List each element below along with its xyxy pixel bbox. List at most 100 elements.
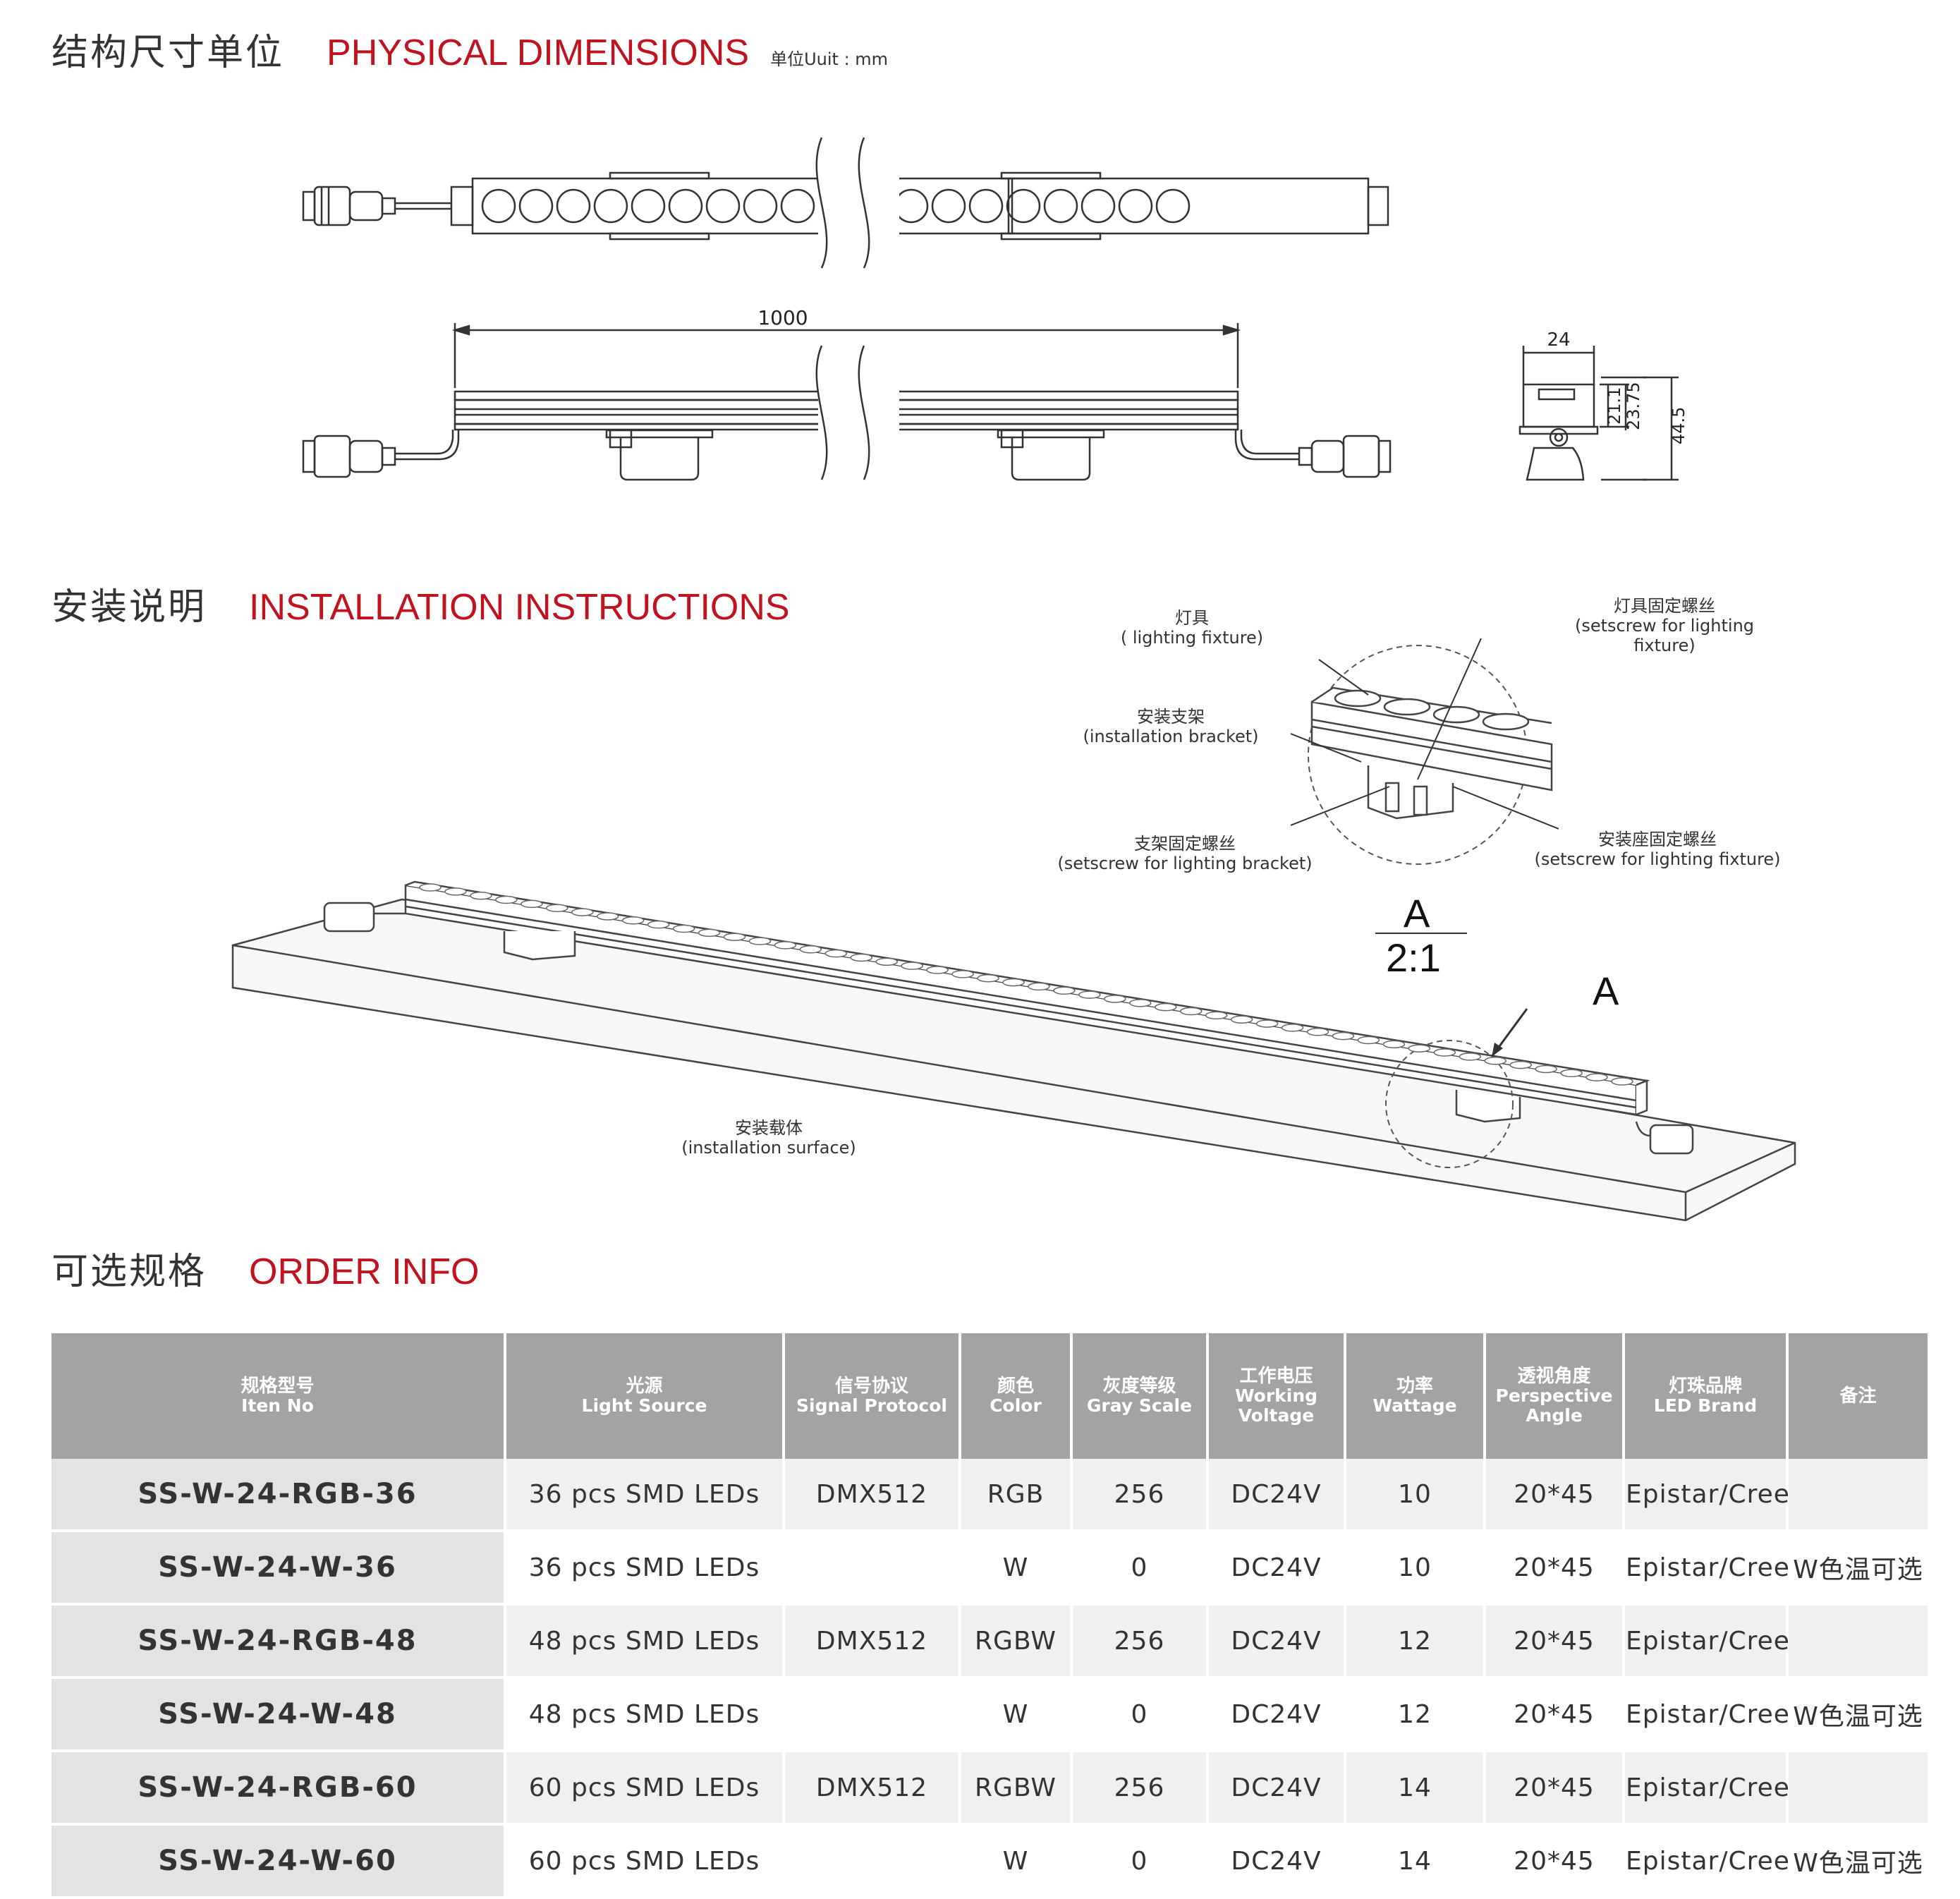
side-view-drawing: 1000 [302, 306, 1392, 487]
pointer-tag: A [1593, 969, 1619, 1013]
led-lens-icon [780, 188, 815, 224]
table-cell: 12 [1346, 1606, 1486, 1679]
led-lens-icon [481, 188, 516, 224]
detail-tag-divider [1375, 933, 1467, 934]
table-cell: 20*45 [1486, 1606, 1625, 1679]
table-cell: 60 pcs SMD LEDs [506, 1752, 785, 1826]
label-bracket-screw-en: (setscrew for lighting bracket) [1057, 854, 1313, 873]
led-lens-icon [621, 916, 645, 925]
table-cell: SS-W-24-RGB-60 [51, 1752, 506, 1826]
table-cell: 14 [1346, 1826, 1486, 1899]
led-lens-icon [894, 188, 929, 224]
unit-note: 单位Uuit : mm [770, 49, 889, 69]
table-cell: RGBW [961, 1606, 1073, 1679]
table-cell [785, 1679, 961, 1752]
width-dimension: 24 [1547, 329, 1570, 351]
section-title-en: ORDER INFO [249, 1251, 480, 1292]
led-lens-icon [1509, 1060, 1532, 1069]
led-lens-icon [1028, 982, 1050, 991]
led-lens-icon [1281, 1024, 1304, 1032]
led-lens-icon [1255, 1019, 1279, 1028]
label-surface-en: (installation surface) [681, 1138, 856, 1158]
led-lens-icon [1611, 1077, 1633, 1086]
led-lens-icon [1155, 188, 1191, 224]
section-title-cn: 结构尺寸单位 [51, 32, 285, 74]
led-lens-icon [593, 188, 628, 224]
detail-tag: A [1404, 891, 1430, 935]
led-lens-icon [743, 188, 778, 224]
header-cn: 备注 [1839, 1385, 1877, 1407]
table-cell: DMX512 [785, 1606, 961, 1679]
height-dimension-2: 23.75 [1624, 382, 1643, 430]
label-fixture-en: ( lighting fixture) [1120, 628, 1264, 648]
led-lens-icon [1078, 990, 1101, 999]
table-cell: 48 pcs SMD LEDs [506, 1606, 785, 1679]
led-lens-icon [518, 188, 554, 224]
led-lens-icon [875, 957, 898, 966]
table-cell: W色温可选 [1789, 1826, 1928, 1899]
header-cn: 规格型号 [241, 1376, 315, 1397]
led-lens-icon [723, 933, 746, 941]
table-cell: 10 [1346, 1459, 1486, 1532]
table-cell: SS-W-24-W-60 [51, 1826, 506, 1899]
led-lens-icon [546, 904, 568, 913]
led-lens-icon [1585, 1073, 1608, 1081]
header-cn: 灯珠品牌 [1668, 1376, 1742, 1397]
led-lens-icon [1382, 1040, 1406, 1049]
led-lens-icon [672, 924, 695, 933]
table-cell: 0 [1073, 1532, 1209, 1606]
table-cell: 36 pcs SMD LEDs [506, 1532, 785, 1606]
led-lens-icon [444, 887, 467, 896]
label-bracket-screw-cn: 支架固定螺丝 [1134, 834, 1236, 854]
label-setscrew-fixture-en: (setscrew for lighting fixture) [1574, 616, 1755, 655]
header-en: Gray Scale [1086, 1395, 1193, 1416]
label-fixture-cn: 灯具 [1175, 608, 1209, 628]
header-cn: 光源 [626, 1376, 663, 1397]
led-lens-icon [698, 928, 721, 938]
table-cell: DC24V [1209, 1752, 1346, 1826]
led-lens-icon [1179, 1007, 1203, 1016]
table-cell: 0 [1073, 1826, 1209, 1899]
table-cell: 14 [1346, 1752, 1486, 1826]
order-info-header: 可选规格 ORDER INFO [51, 1242, 479, 1294]
table-cell: SS-W-24-W-48 [51, 1679, 506, 1752]
height-dimension-1: 21.1 [1605, 387, 1624, 425]
led-lens-icon [1118, 188, 1153, 224]
table-cell: Epistar/Cree [1625, 1752, 1789, 1826]
label-base-screw: 安装座固定螺丝 (setscrew for lighting fixture) [1530, 830, 1784, 869]
header-en: Light Source [581, 1395, 707, 1416]
physical-dimensions-header: 结构尺寸单位 PHYSICAL DIMENSIONS 单位Uuit : mm [51, 23, 888, 75]
table-cell: 36 pcs SMD LEDs [506, 1459, 785, 1532]
label-base-screw-cn: 安装座固定螺丝 [1598, 830, 1717, 849]
table-cell: DC24V [1209, 1826, 1346, 1899]
table-cell: 12 [1346, 1679, 1486, 1752]
table-cell: SS-W-24-RGB-36 [51, 1459, 506, 1532]
table-cell: RGB [961, 1459, 1073, 1532]
led-lens-icon [926, 966, 949, 974]
header-en: Signal Protocol [796, 1395, 947, 1416]
section-title-cn: 可选规格 [51, 1251, 207, 1293]
table-cell: 256 [1073, 1606, 1209, 1679]
table-cell: DC24V [1209, 1532, 1346, 1606]
led-lens-icon [748, 937, 772, 945]
table-cell: 10 [1346, 1532, 1486, 1606]
section-title-cn: 安装说明 [51, 586, 207, 629]
label-base-screw-en: (setscrew for lighting fixture) [1534, 849, 1781, 869]
label-setscrew-fixture-cn: 灯具固定螺丝 [1614, 596, 1715, 616]
table-cell: 20*45 [1486, 1752, 1625, 1826]
table-cell: W [961, 1679, 1073, 1752]
table-cell: 20*45 [1486, 1532, 1625, 1606]
table-cell: 48 pcs SMD LEDs [506, 1679, 785, 1752]
label-bracket-en: (installation bracket) [1083, 727, 1259, 746]
table-cell: 20*45 [1486, 1679, 1625, 1752]
led-lens-icon [419, 883, 442, 892]
led-lens-icon [668, 188, 703, 224]
led-lens-icon [799, 945, 822, 954]
